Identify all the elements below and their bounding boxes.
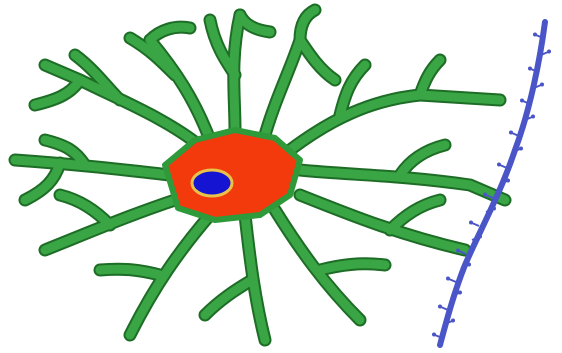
fiber-knob-head bbox=[533, 33, 537, 37]
fiber-knob-head bbox=[528, 67, 532, 71]
fiber-knob-head bbox=[519, 147, 523, 151]
fiber-knob-head bbox=[432, 333, 436, 337]
fiber-knob-head bbox=[469, 221, 473, 225]
fiber-knob-head bbox=[446, 277, 450, 281]
fiber-knob-head bbox=[451, 319, 455, 323]
fiber-knob-head bbox=[438, 305, 442, 309]
fiber-knob-head bbox=[458, 291, 462, 295]
nucleus bbox=[192, 170, 232, 196]
fiber-knob bbox=[449, 279, 456, 282]
fiber-knob bbox=[500, 165, 507, 168]
fiber-knob-head bbox=[483, 193, 487, 197]
fiber-knob-head bbox=[506, 179, 510, 183]
fiber-knob-head bbox=[531, 115, 535, 119]
fiber-knob bbox=[472, 223, 479, 226]
fiber-knob-head bbox=[492, 207, 496, 211]
fiber-knob-head bbox=[456, 249, 460, 253]
fiber-knob-head bbox=[497, 163, 501, 167]
fiber-knob-head bbox=[478, 235, 482, 239]
fiber-knob-head bbox=[520, 99, 524, 103]
fiber-knob-head bbox=[547, 50, 551, 54]
fiber-knob-head bbox=[467, 263, 471, 267]
fiber-knob bbox=[441, 307, 448, 310]
fiber-knob-head bbox=[540, 83, 544, 87]
fiber-knob-head bbox=[509, 131, 513, 135]
